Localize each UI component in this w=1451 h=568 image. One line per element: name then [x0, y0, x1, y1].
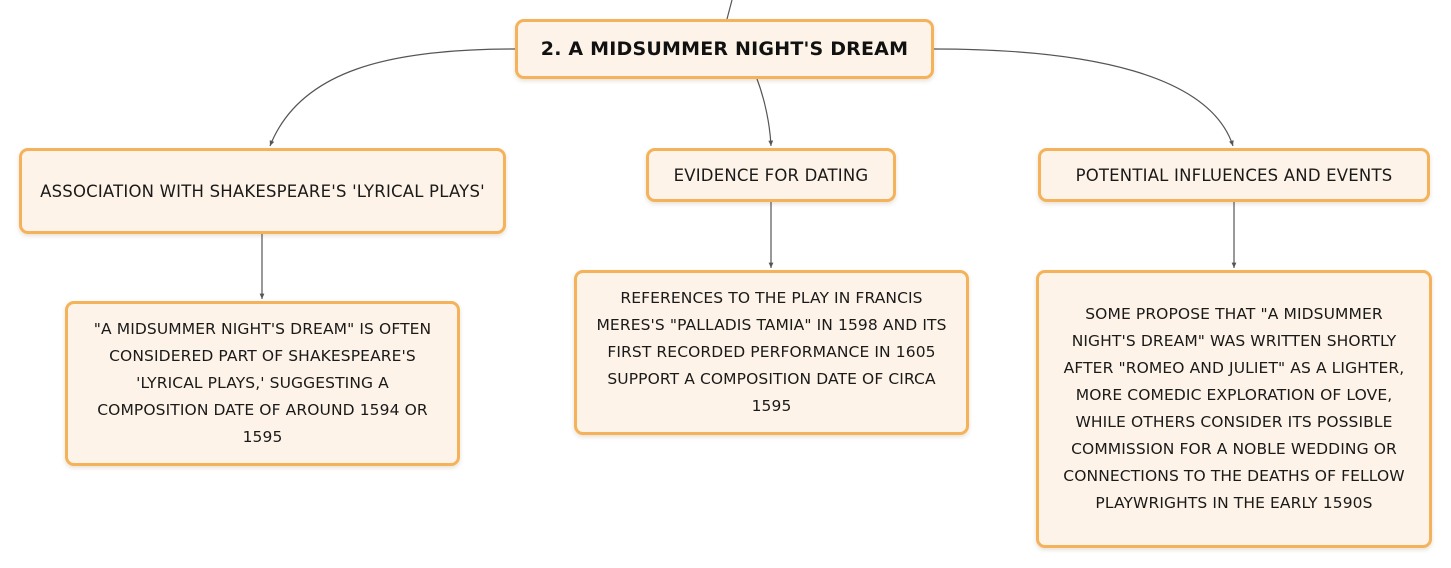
root-topic-node[interactable]: 2. A Midsummer Night's Dream: [515, 19, 934, 79]
root-topic-title: 2. A Midsummer Night's Dream: [540, 38, 909, 60]
branch-node-evidence-for-dating[interactable]: Evidence for Dating: [646, 148, 896, 202]
detail-text: Some propose that "A Midsummer Night's D…: [1063, 305, 1405, 512]
branch-label: Evidence for Dating: [673, 165, 869, 185]
detail-node-evidence-for-dating[interactable]: References to the play in Francis Meres'…: [574, 270, 969, 435]
branch-node-potential-influences[interactable]: Potential Influences and Events: [1038, 148, 1430, 202]
connector-root-to-branch-1: [269, 48, 516, 147]
detail-text: "A Midsummer Night's Dream" is often con…: [93, 320, 432, 446]
branch-label: Potential Influences and Events: [1075, 165, 1393, 185]
branch-label: Association with Shakespeare's 'Lyrical …: [40, 181, 485, 201]
detail-node-lyrical-plays[interactable]: "A Midsummer Night's Dream" is often con…: [65, 301, 460, 466]
detail-node-potential-influences[interactable]: Some propose that "A Midsummer Night's D…: [1036, 270, 1432, 548]
connector-parent-to-root: [726, 0, 733, 20]
connector-root-to-branch-2: [756, 78, 774, 147]
detail-text: References to the play in Francis Meres'…: [596, 289, 947, 415]
connector-root-to-branch-3: [933, 48, 1234, 147]
branch-node-lyrical-plays[interactable]: Association with Shakespeare's 'Lyrical …: [19, 148, 506, 234]
